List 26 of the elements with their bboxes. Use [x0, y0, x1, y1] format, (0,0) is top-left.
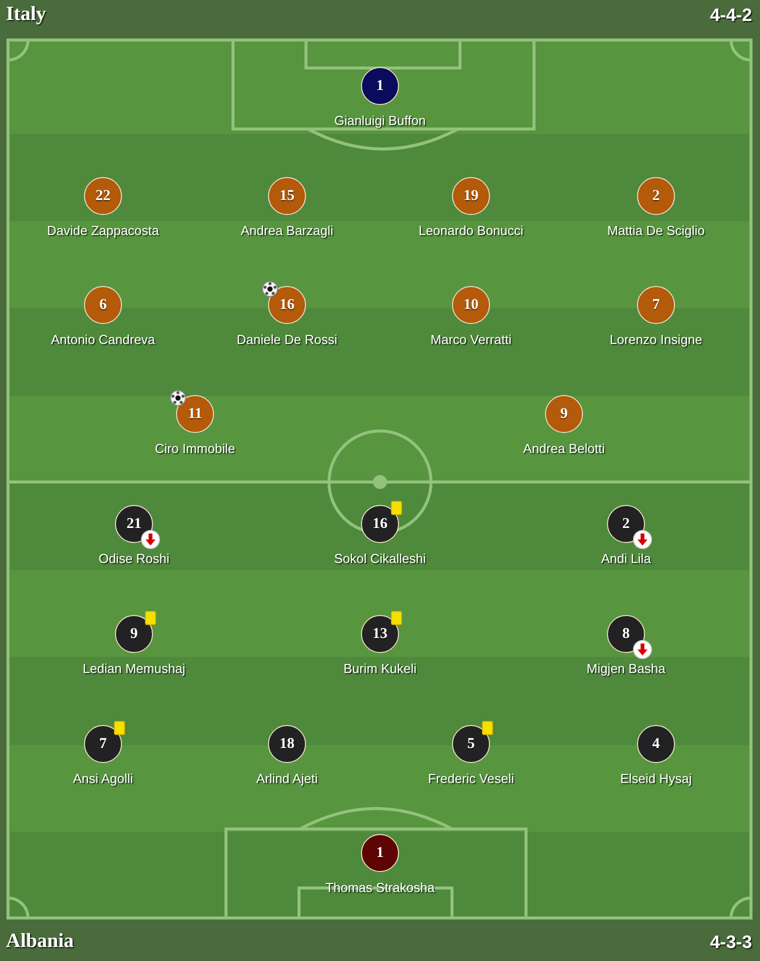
player-name: Lorenzo Insigne	[610, 332, 702, 347]
player-name: Odise Roshi	[98, 551, 170, 566]
player-name: Marco Verratti	[430, 332, 512, 347]
team-name: Albania	[6, 930, 74, 953]
player-name: Elseid Hysaj	[620, 771, 692, 786]
player-name: Andi Lila	[601, 551, 651, 566]
player-name: Antonio Candreva	[50, 332, 156, 347]
player-name: Arlind Ajeti	[256, 771, 318, 786]
player-name: Frederic Veseli	[428, 771, 514, 786]
formation: 4-3-3	[710, 932, 752, 953]
player-name: Burim Kukeli	[344, 661, 416, 676]
player-name: Gianluigi Buffon	[334, 113, 426, 128]
player-name: Sokol Cikalleshi	[334, 551, 426, 566]
player-name: Ciro Immobile	[154, 441, 236, 456]
player-name: Ansi Agolli	[73, 771, 133, 786]
player-name: Davide Zappacosta	[47, 223, 159, 238]
player-name: Leonardo Bonucci	[418, 223, 524, 238]
player-name: Thomas Strakosha	[325, 880, 435, 895]
team-name: Italy	[6, 3, 46, 26]
player-name: Migjen Basha	[586, 661, 666, 676]
formation: 4-4-2	[710, 5, 752, 26]
player-name: Daniele De Rossi	[236, 332, 338, 347]
player-name: Mattia De Sciglio	[607, 223, 705, 238]
player-name: Ledian Memushaj	[82, 661, 186, 676]
player-name: Andrea Barzagli	[240, 223, 334, 238]
player-name: Andrea Belotti	[523, 441, 605, 456]
